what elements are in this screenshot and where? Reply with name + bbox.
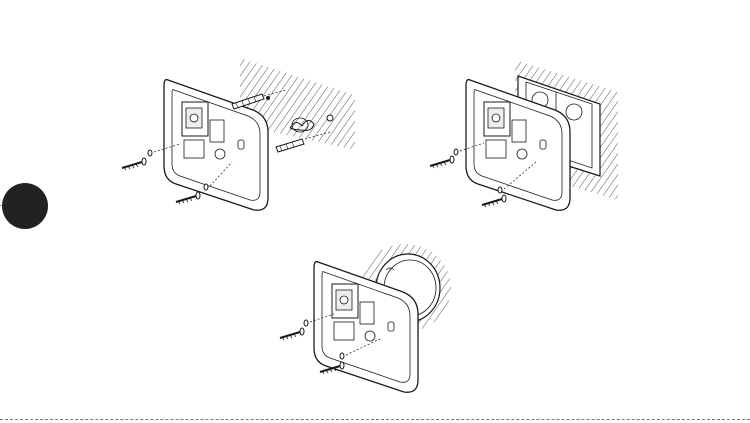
washer-icon bbox=[204, 184, 208, 190]
washer-icon bbox=[498, 187, 502, 193]
screw-icon bbox=[280, 328, 304, 340]
screw-icon bbox=[176, 192, 200, 204]
screw-icon bbox=[482, 195, 506, 207]
screw-icon bbox=[122, 158, 146, 170]
washer-icon bbox=[148, 150, 152, 156]
wall-plug-icon bbox=[276, 139, 304, 152]
washer-icon bbox=[304, 320, 308, 326]
screw-icon bbox=[430, 156, 454, 168]
panel-flush-box bbox=[430, 60, 618, 210]
panel-wall-plugs bbox=[122, 58, 355, 210]
washer-icon bbox=[340, 353, 344, 359]
washer-icon bbox=[454, 149, 458, 155]
panel-round-box bbox=[280, 244, 451, 392]
